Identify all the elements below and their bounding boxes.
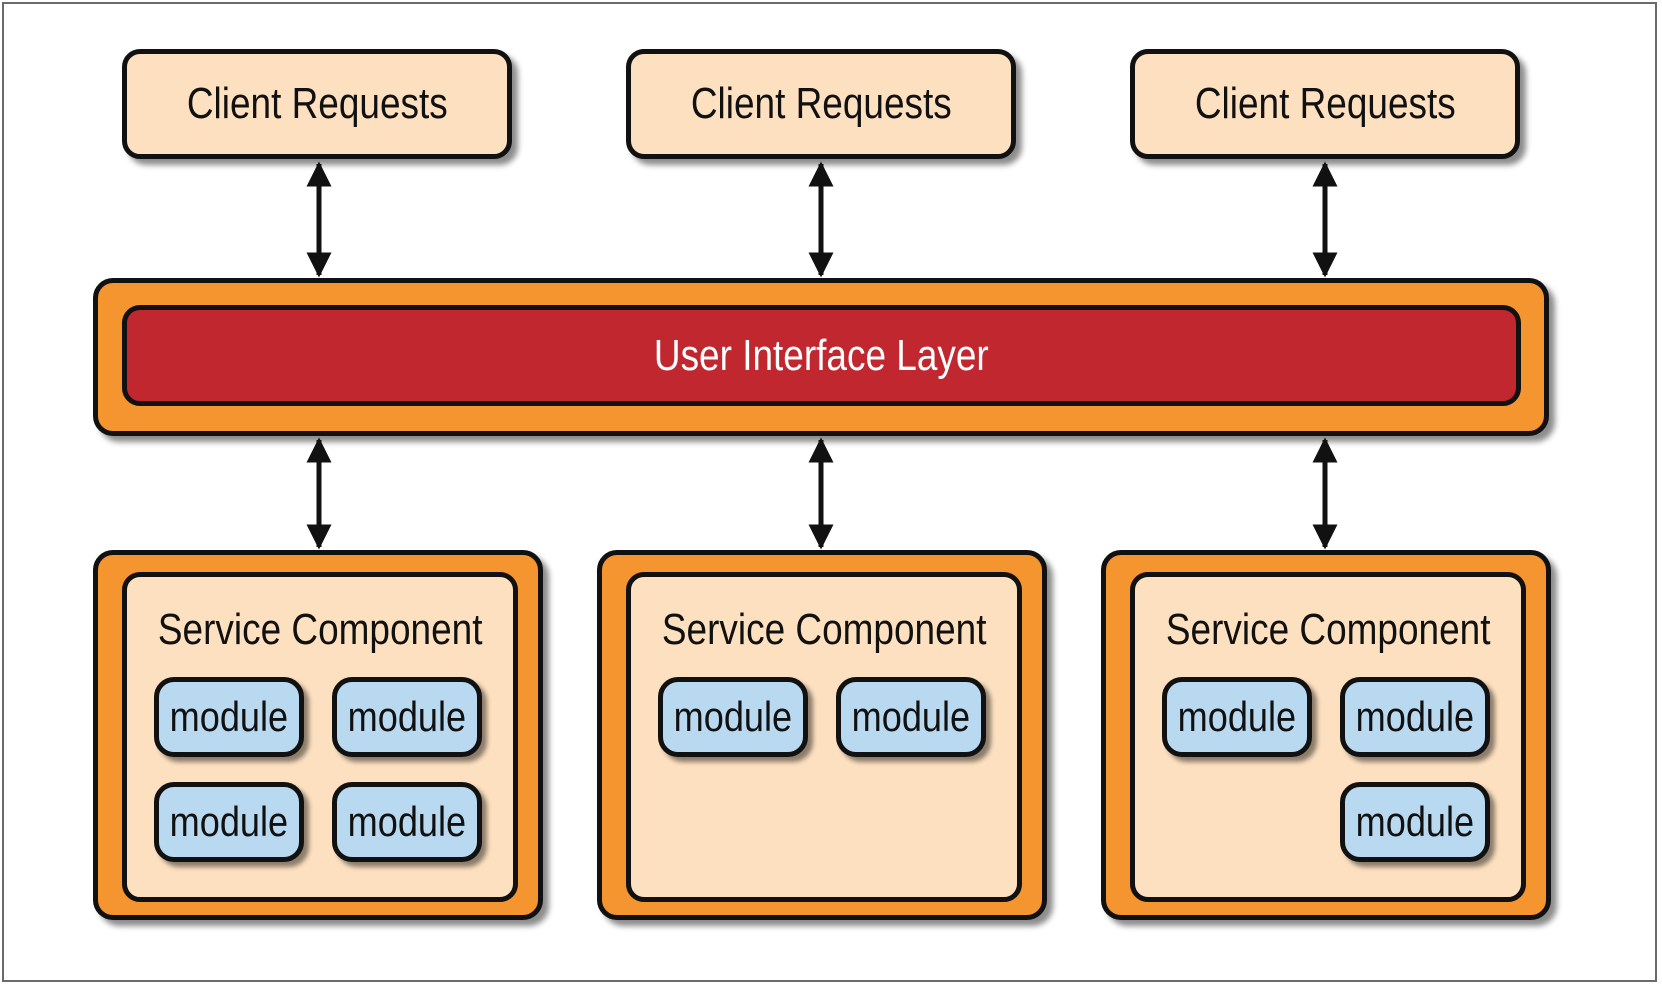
module-box: module [154,782,304,862]
module-label: module [169,798,289,845]
service-component-2: Service Component module module [626,572,1022,902]
module-box: module [1162,677,1312,757]
module-label: module [1355,798,1475,845]
client-requests-label: Client Requests [1194,79,1456,128]
module-label: module [1355,693,1475,740]
module-label: module [851,693,971,740]
client-requests-box-3: Client Requests [1130,49,1520,159]
module-box: module [1340,782,1490,862]
service-component-1: Service Component module module module m… [122,572,518,902]
service-component-label: Service Component [1165,605,1491,654]
module-box: module [836,677,986,757]
module-box: module [332,677,482,757]
module-label: module [347,798,467,845]
module-label: module [673,693,793,740]
module-label: module [347,693,467,740]
client-requests-label: Client Requests [186,79,448,128]
module-box: module [658,677,808,757]
user-interface-layer: User Interface Layer [122,305,1521,406]
module-box: module [332,782,482,862]
client-requests-box-2: Client Requests [626,49,1016,159]
client-requests-box-1: Client Requests [122,49,512,159]
client-requests-label: Client Requests [690,79,952,128]
service-component-label: Service Component [157,605,483,654]
user-interface-layer-label: User Interface Layer [654,330,989,380]
module-box: module [154,677,304,757]
module-label: module [169,693,289,740]
service-component-3: Service Component module module module [1130,572,1526,902]
service-component-label: Service Component [661,605,987,654]
module-label: module [1177,693,1297,740]
module-box: module [1340,677,1490,757]
